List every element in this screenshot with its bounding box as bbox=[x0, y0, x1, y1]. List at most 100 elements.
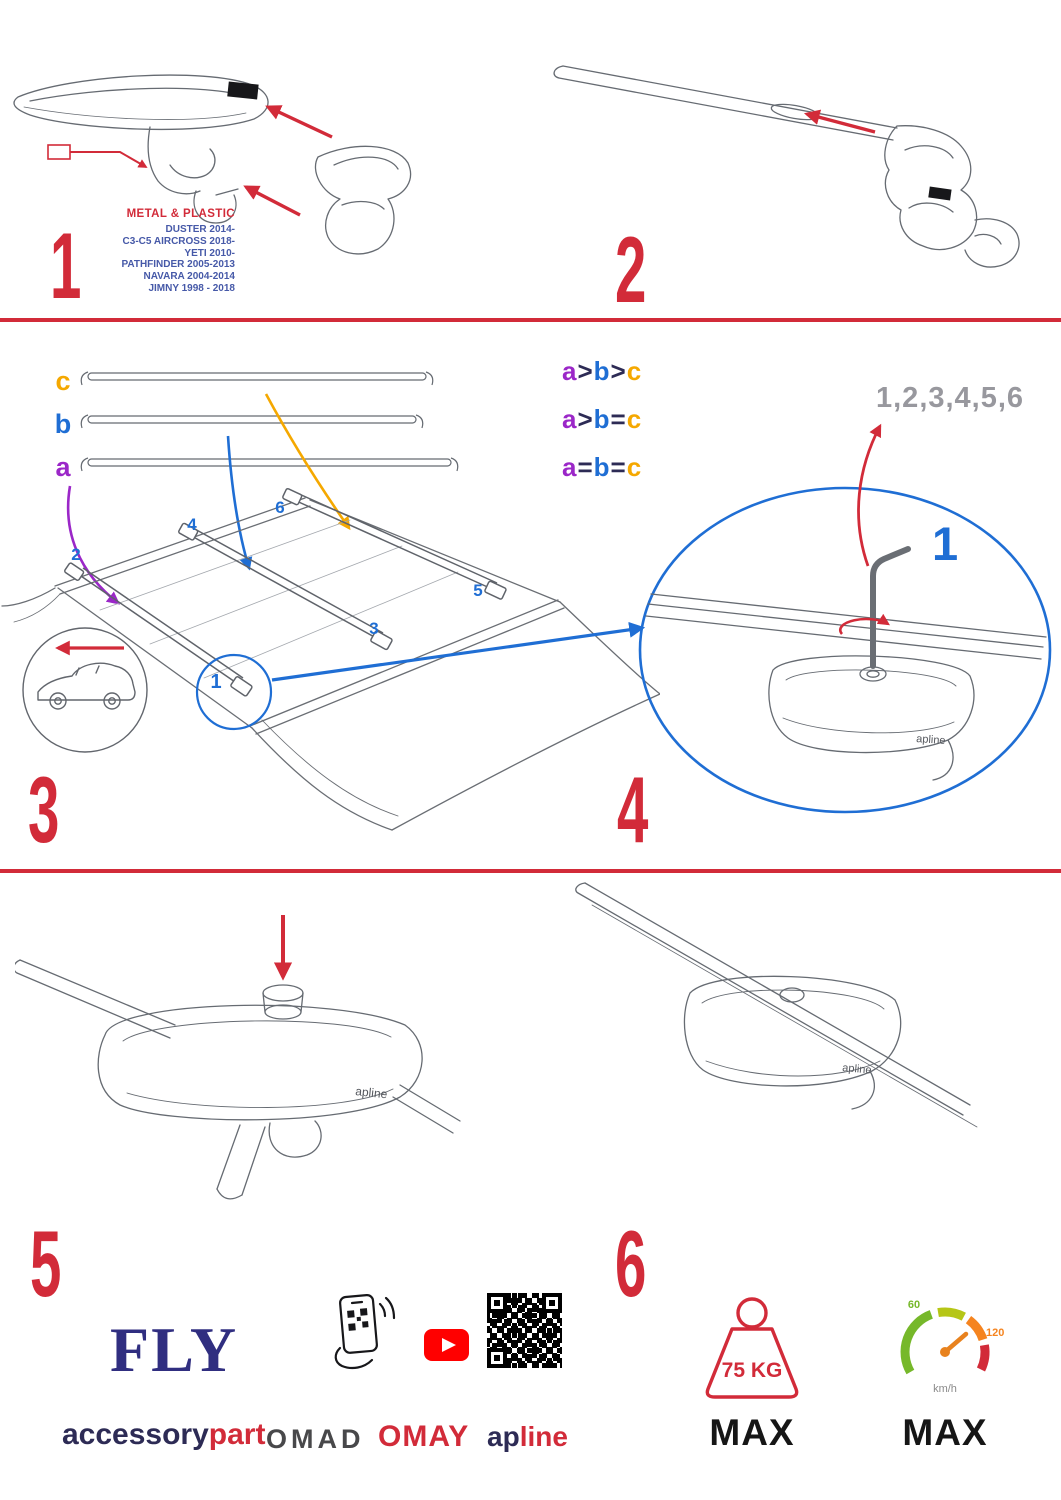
roof-number-1: 1 bbox=[210, 671, 221, 693]
roof-number-5: 5 bbox=[473, 581, 482, 600]
brand-plate bbox=[928, 186, 952, 201]
legend-row: a>b=c bbox=[562, 404, 642, 435]
legend-op: = bbox=[577, 452, 594, 482]
foot-pos-3 bbox=[370, 630, 393, 651]
qr-finder-pattern bbox=[487, 1348, 507, 1368]
highlight-position-1: 1 bbox=[932, 517, 959, 570]
legend-row: a=b=c bbox=[562, 452, 642, 483]
bar-slot-drawing bbox=[553, 65, 1020, 268]
legend-c: c bbox=[626, 356, 643, 386]
legend-row: a>b>c bbox=[562, 356, 642, 387]
step-6-number: 6 bbox=[615, 1211, 646, 1316]
foot-pos-1 bbox=[230, 676, 253, 697]
bar-label-c: c bbox=[55, 366, 70, 396]
legend-op: > bbox=[577, 356, 594, 386]
roof-number-3: 3 bbox=[369, 619, 378, 638]
bar-length-legend: a>b>c a>b=c a=b=c bbox=[562, 356, 642, 500]
bar-label-a: a bbox=[55, 452, 71, 482]
foot-pos-2 bbox=[64, 562, 85, 581]
step-2-number: 2 bbox=[615, 217, 646, 322]
speed-limit-gauge-icon: 60 120 km/h bbox=[900, 1299, 1004, 1395]
arrow-c-to-rear bbox=[264, 393, 351, 531]
model-line: YETI 2010- bbox=[184, 247, 235, 259]
legend-op: > bbox=[577, 404, 594, 434]
car-direction-icon bbox=[22, 627, 148, 753]
tighten-order-numbers: 2 4 6 3 5 1 bbox=[71, 498, 482, 693]
section-divider bbox=[0, 318, 1061, 322]
crossbar-b bbox=[80, 414, 424, 429]
slide-in-arrow bbox=[803, 109, 876, 134]
youtube-icon bbox=[424, 1329, 469, 1361]
accessorypart-logo: accessorypart bbox=[62, 1418, 265, 1452]
speed-unit-label: km/h bbox=[933, 1383, 957, 1395]
sequence-arrow bbox=[857, 423, 882, 567]
legend-op: > bbox=[610, 356, 627, 386]
legend-a: a bbox=[562, 452, 578, 482]
step-4-number: 4 bbox=[617, 757, 648, 862]
brand-on-foot: apline bbox=[355, 1084, 389, 1101]
speed-start-label: 60 bbox=[908, 1299, 920, 1311]
clamp-detail-drawing bbox=[13, 74, 412, 255]
legend-c: c bbox=[626, 404, 643, 434]
weight-max-label: MAX bbox=[709, 1412, 795, 1453]
accessorypart-accessory: accessory bbox=[62, 1418, 209, 1451]
mounted-foot-drawing: apline bbox=[575, 882, 978, 1128]
qr-finder-pattern bbox=[542, 1293, 562, 1313]
crossbar-c bbox=[80, 371, 434, 386]
max-load-weight-icon: 75 KG bbox=[705, 1297, 799, 1399]
legend-a: a bbox=[562, 404, 578, 434]
apline-ap: ap bbox=[487, 1421, 520, 1452]
roof-number-6: 6 bbox=[275, 498, 284, 517]
model-line: C3-C5 AIRCROSS 2018- bbox=[122, 235, 235, 247]
foot-pos-4 bbox=[178, 522, 199, 541]
allen-key-icon bbox=[870, 546, 911, 669]
torque-detail-drawing: apline bbox=[638, 423, 1052, 814]
model-line: JIMNY 1998 - 2018 bbox=[148, 282, 235, 294]
crossbar-a bbox=[80, 457, 459, 472]
cap-press-drawing: apline bbox=[15, 915, 461, 1200]
step-1-number: 1 bbox=[50, 213, 81, 318]
accessorypart-part: part bbox=[208, 1418, 266, 1451]
zoom-circle bbox=[638, 486, 1052, 814]
legend-op: = bbox=[610, 404, 627, 434]
position-1-highlight-circle bbox=[195, 653, 273, 731]
mounted-crossbars bbox=[64, 487, 507, 697]
zoom-link-arrow bbox=[271, 621, 646, 682]
roof-overview-drawing: c b a bbox=[1, 366, 660, 831]
fly-logo: FLY bbox=[110, 1314, 239, 1385]
apline-line: line bbox=[519, 1421, 568, 1452]
arrow-b-to-middle bbox=[226, 435, 253, 571]
bars-stack: c b a bbox=[55, 366, 459, 482]
mounted-foot-outline bbox=[575, 882, 978, 1128]
rotate-arrow bbox=[838, 613, 891, 635]
speed-max-label: MAX bbox=[902, 1412, 988, 1453]
bar-routing-arrows bbox=[66, 393, 351, 605]
insert-arrows bbox=[243, 105, 333, 217]
legend-op: = bbox=[610, 452, 627, 482]
legend-c: c bbox=[626, 452, 643, 482]
omay-logo: OMAY bbox=[378, 1420, 470, 1453]
brand-on-foot: apline bbox=[916, 733, 946, 747]
roof-number-4: 4 bbox=[187, 515, 197, 534]
legend-a: a bbox=[562, 356, 578, 386]
weight-value: 75 KG bbox=[722, 1359, 783, 1382]
step-5-number: 5 bbox=[30, 1211, 61, 1316]
qr-finder-pattern bbox=[487, 1293, 507, 1313]
foot-pos-6 bbox=[282, 487, 303, 506]
legend-b: b bbox=[593, 356, 611, 386]
compatible-models-block: METAL & PLASTIC DUSTER 2014- C3-C5 AIRCR… bbox=[75, 208, 235, 295]
roof-number-2: 2 bbox=[71, 545, 80, 564]
material-label: METAL & PLASTIC bbox=[126, 208, 235, 220]
model-line: DUSTER 2014- bbox=[165, 224, 235, 235]
bar-and-foot-outline bbox=[553, 65, 1020, 268]
speed-end-label: 120 bbox=[986, 1327, 1004, 1339]
step-3-number: 3 bbox=[28, 757, 59, 862]
metal-part-callout bbox=[47, 144, 148, 168]
foot-pad-outline bbox=[15, 959, 461, 1200]
legend-b: b bbox=[593, 404, 611, 434]
model-line: NAVARA 2004-2014 bbox=[143, 271, 235, 283]
rail-and-foot-outline bbox=[645, 593, 1047, 781]
brand-on-foot: apline bbox=[842, 1062, 872, 1077]
omad-logo: OMAD bbox=[266, 1424, 365, 1454]
